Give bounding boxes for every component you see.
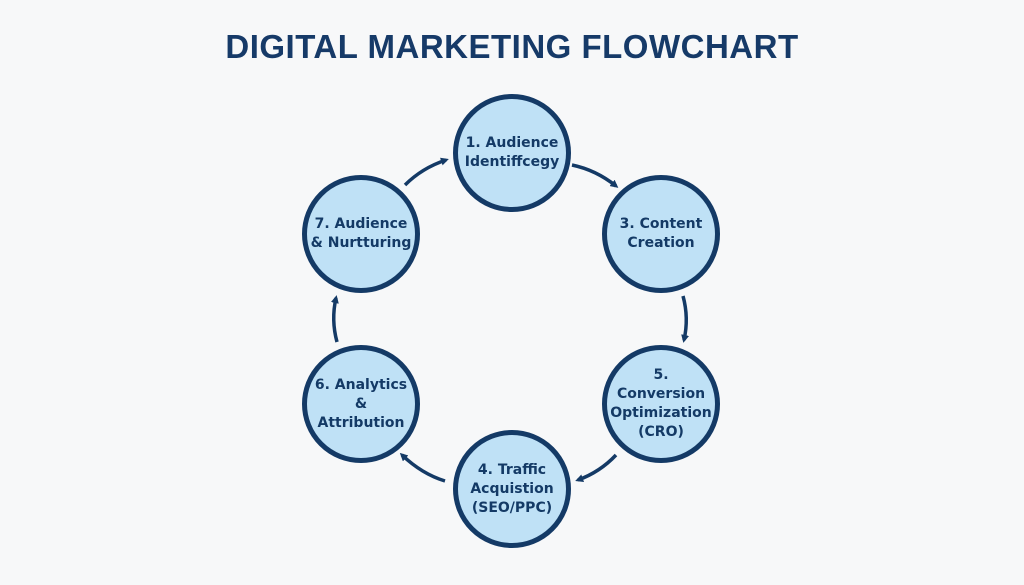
- node-label: 5. Conversion: [616, 367, 706, 402]
- node-traffic-acquisition: 4. Traffic Acquistion (SEO/PPC): [453, 430, 571, 548]
- node-label: & Nurtturing: [310, 235, 412, 251]
- node-label: 7. Audience: [314, 216, 408, 232]
- arrow-3-to-5: [681, 295, 690, 343]
- arrow-4-to-6: [399, 452, 446, 483]
- arrow-5-to-4: [575, 453, 618, 483]
- node-label: Identiffcegy: [464, 154, 560, 170]
- node-label: (CRO): [638, 424, 684, 440]
- arrow-6-to-7: [330, 295, 339, 343]
- node-label: 3. Content: [619, 216, 703, 232]
- node-label: 1. Audience: [465, 135, 559, 151]
- page-title: DIGITAL MARKETING FLOWCHART: [225, 28, 799, 65]
- arrow-7-to-1: [403, 157, 449, 187]
- node-label: 4. Traffic: [477, 461, 547, 478]
- node-label: 6. Analytics &: [314, 376, 408, 412]
- node-label: Creation: [627, 235, 695, 251]
- node-analytics-attribution: 6. Analytics & Attribution: [302, 345, 420, 463]
- node-content-creation: 3. Content Creation: [602, 175, 720, 293]
- node-audience-nurturing: 7. Audience & Nurtturing: [302, 175, 420, 293]
- arrow-1-to-3: [571, 163, 619, 188]
- node-label: (SEO/PPC): [471, 499, 553, 516]
- node-audience-identification: 1. Audience Identiffcegy: [453, 94, 571, 212]
- node-label: Acquistion: [470, 480, 554, 497]
- node-label: Optimization: [610, 405, 712, 421]
- node-label: Attribution: [317, 414, 405, 431]
- node-conversion-optimization: 5. Conversion Optimization (CRO): [602, 345, 720, 463]
